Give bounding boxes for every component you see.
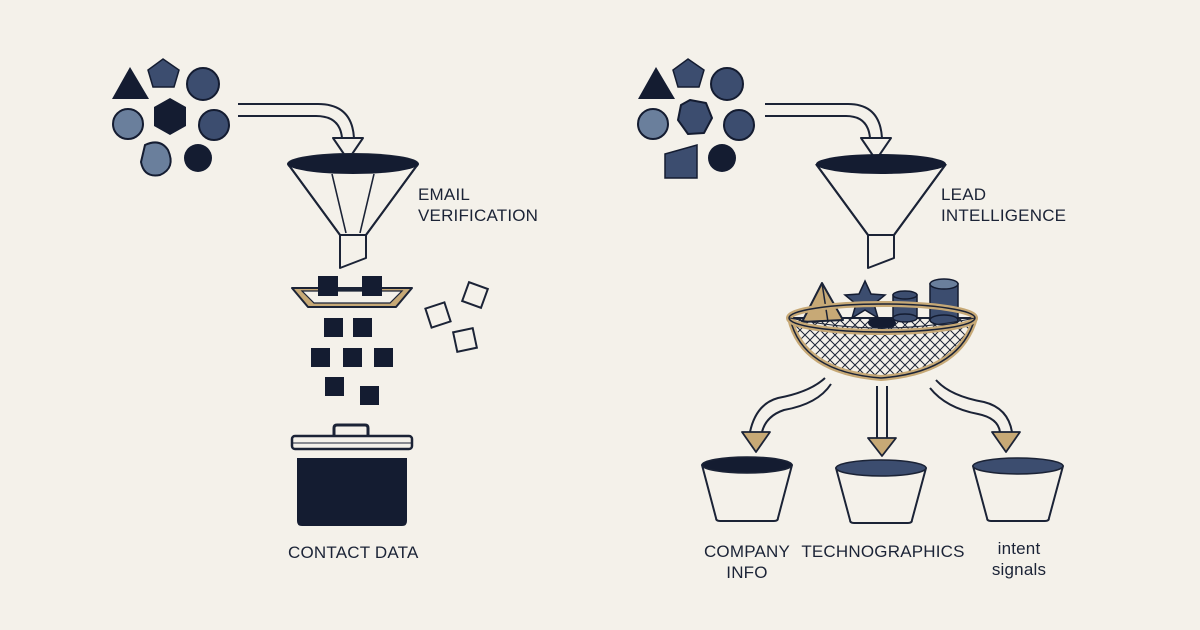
right-arrow — [765, 103, 892, 161]
technographics-label: TECHNOGRAPHICS — [801, 541, 965, 562]
bucket-company-info-icon — [701, 456, 793, 522]
tall-cylinder-icon — [929, 278, 959, 326]
right-input-shapes — [637, 58, 755, 179]
left-funnel-icon — [287, 153, 419, 269]
pot-icon — [290, 423, 414, 526]
right-funnel-icon — [815, 154, 947, 269]
bucket-technographics-icon — [835, 459, 927, 524]
branch-arrows — [741, 377, 1021, 457]
circle-icon — [184, 144, 212, 172]
label-line: INTELLIGENCE — [941, 206, 1067, 225]
rejected-squares — [424, 280, 490, 354]
label-line: EMAIL — [418, 185, 471, 204]
label-line: TECHNOGRAPHICS — [801, 542, 965, 561]
label-line: LEAD — [941, 185, 987, 204]
company-info-label: COMPANY INFO — [697, 541, 797, 583]
label-line: intent — [997, 539, 1041, 558]
label-line: CONTACT DATA — [288, 543, 419, 562]
circle-icon — [723, 109, 755, 141]
left-input-shapes — [112, 58, 230, 177]
circle-icon — [198, 109, 230, 141]
pentagon-icon — [672, 58, 705, 88]
circle-icon — [708, 144, 736, 172]
circle-icon — [710, 67, 744, 101]
pentagon-icon — [147, 58, 180, 88]
label-line: INFO — [726, 563, 768, 582]
circle-icon — [112, 108, 144, 140]
verified-squares — [311, 318, 393, 405]
left-arrow — [238, 103, 364, 161]
triangle-icon — [112, 67, 149, 99]
net-basket-icon — [786, 278, 978, 382]
lead-intelligence-label: LEAD INTELLIGENCE — [941, 184, 1066, 226]
label-line: VERIFICATION — [418, 206, 539, 225]
email-verification-label: EMAIL VERIFICATION — [418, 184, 538, 226]
pyramid-icon — [801, 282, 844, 323]
drop-icon — [139, 141, 172, 177]
bucket-intent-signals-icon — [972, 457, 1064, 522]
triangle-icon — [638, 67, 675, 99]
rounded-hexagon-icon — [677, 99, 713, 135]
circle-icon — [186, 67, 220, 101]
hexagon-icon — [154, 98, 186, 135]
trapezoid-icon — [664, 144, 698, 179]
left-filter-tray-icon — [291, 276, 413, 308]
label-line: signals — [991, 560, 1047, 579]
intent-signals-label: intent signals — [978, 538, 1060, 580]
contact-data-label: CONTACT DATA — [288, 542, 419, 563]
star-icon — [843, 279, 887, 320]
circle-icon — [637, 108, 669, 140]
label-line: COMPANY — [703, 542, 791, 561]
